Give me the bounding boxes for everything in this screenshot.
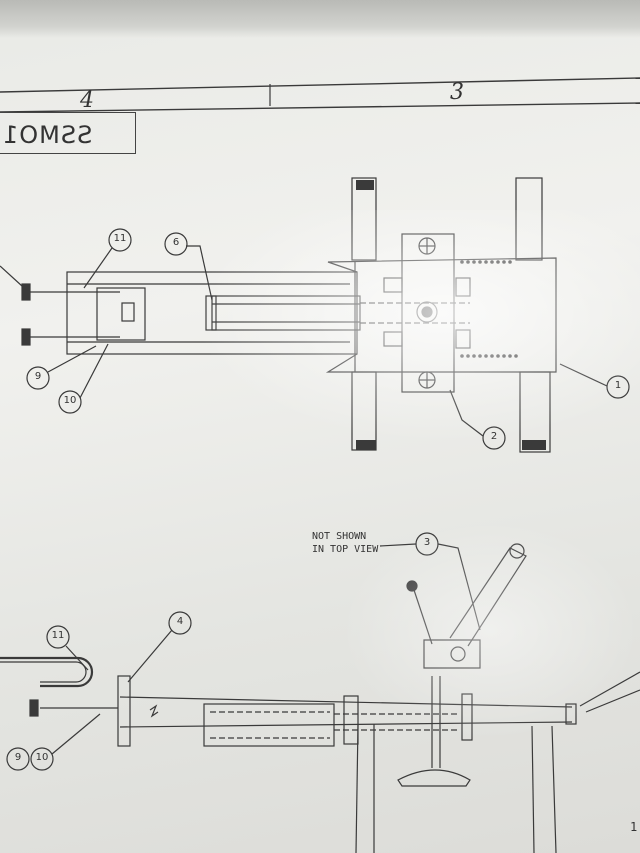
- balloon-6: 6: [172, 237, 180, 248]
- balloon-2: 2: [490, 431, 498, 442]
- balloon-4: 4: [176, 616, 184, 627]
- balloon-11-top: 11: [113, 233, 127, 244]
- balloon-11-side: 11: [51, 630, 65, 641]
- zone-label-left: 4: [80, 88, 94, 113]
- edge-mark: 1: [630, 820, 638, 834]
- title-block-text: SSMO1: [2, 121, 93, 149]
- balloon-10-side: 10: [35, 752, 49, 763]
- side-view-note: NOT SHOWN IN TOP VIEW: [312, 531, 379, 555]
- balloon-3: 3: [423, 537, 431, 548]
- zone-label-right: 3: [450, 80, 464, 105]
- page-shadow: [0, 0, 640, 38]
- balloon-1: 1: [614, 380, 622, 391]
- balloon-10-top: 10: [63, 395, 77, 406]
- balloon-9-top: 9: [34, 371, 42, 382]
- title-block: [0, 112, 136, 154]
- balloon-9-side: 9: [14, 752, 22, 763]
